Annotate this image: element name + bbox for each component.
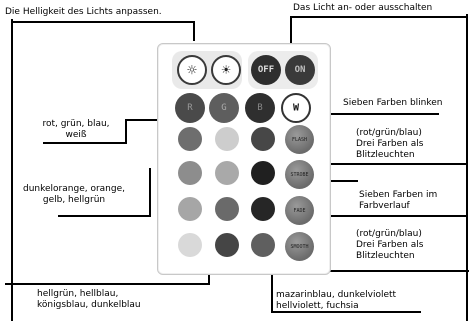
leader-line [293, 113, 439, 115]
off-label: OFF [257, 65, 275, 75]
leader-line [5, 283, 210, 285]
leader-line [290, 16, 467, 18]
leader-line [308, 163, 468, 165]
strobe-button[interactable]: STROBE [285, 160, 314, 189]
b-label: B [257, 103, 263, 113]
leader-line [271, 311, 421, 313]
blue-button[interactable]: B [245, 93, 275, 123]
flash-label: FLASH [291, 136, 308, 143]
flash-button[interactable]: FLASH [285, 125, 314, 154]
leader-line [315, 215, 468, 217]
label-color-column-1: dunkelorange, orange, gelb, hellgrün [23, 184, 125, 205]
color-button[interactable] [251, 233, 275, 257]
color-button[interactable] [178, 127, 202, 151]
bulb-icon: ☀ [221, 61, 231, 79]
green-button[interactable]: G [209, 93, 239, 123]
smooth-label: SMOOTH [290, 243, 309, 250]
leader-line [58, 215, 151, 217]
leader-line [11, 19, 13, 321]
color-button[interactable] [178, 233, 202, 257]
smooth-button[interactable]: SMOOTH [285, 232, 314, 261]
color-button[interactable] [178, 161, 202, 185]
r-label: R [187, 103, 193, 113]
leader-line [466, 14, 468, 321]
color-button[interactable] [251, 127, 275, 151]
color-button[interactable] [178, 197, 202, 221]
label-color-column-2: hellgrün, hellblau, königsblau, dunkelbl… [37, 289, 141, 310]
off-button[interactable]: OFF [251, 55, 281, 85]
fade-label: FADE [293, 207, 306, 214]
label-rgbw: rot, grün, blau, weiß [42, 119, 110, 140]
g-label: G [221, 103, 227, 113]
sun-icon: ☼ [187, 60, 197, 80]
leader-line [125, 119, 127, 144]
label-strobe: (rot/grün/blau) Drei Farben als Blitzleu… [356, 128, 424, 160]
color-button[interactable] [251, 161, 275, 185]
color-button[interactable] [215, 127, 239, 151]
label-on-off: Das Licht an- oder ausschalten [293, 3, 433, 13]
strobe-label: STROBE [290, 171, 309, 178]
label-flash: Sieben Farben blinken [343, 98, 443, 108]
brightness-up-button[interactable]: ☀ [211, 55, 241, 85]
leader-line [193, 21, 195, 41]
label-fade: Sieben Farben im Farbverlauf [359, 190, 438, 211]
label-color-column-3: mazarinblau, dunkelviolett hellviolett, … [276, 290, 397, 311]
leader-line [43, 142, 127, 144]
red-button[interactable]: R [175, 93, 205, 123]
color-button[interactable] [215, 161, 239, 185]
on-button[interactable]: ON [285, 55, 315, 85]
w-label: W [292, 102, 300, 114]
leader-line [308, 180, 358, 182]
fade-button[interactable]: FADE [285, 196, 314, 225]
on-label: ON [294, 65, 306, 75]
leader-line [149, 168, 151, 216]
color-button[interactable] [251, 197, 275, 221]
white-button[interactable]: W [281, 93, 311, 123]
color-button[interactable] [215, 233, 239, 257]
label-smooth: (rot/grün/blau) Drei Farben als Blitzleu… [356, 229, 424, 261]
leader-line [318, 270, 469, 272]
brightness-down-button[interactable]: ☼ [177, 55, 207, 85]
remote-control: ☼ ☀ OFF ON R G B W FLASH STROBE FADE SMO… [157, 43, 331, 275]
label-brightness: Die Helligkeit des Lichts anpassen. [5, 7, 162, 17]
color-button[interactable] [215, 197, 239, 221]
leader-line [11, 21, 195, 23]
leader-line [290, 16, 292, 49]
